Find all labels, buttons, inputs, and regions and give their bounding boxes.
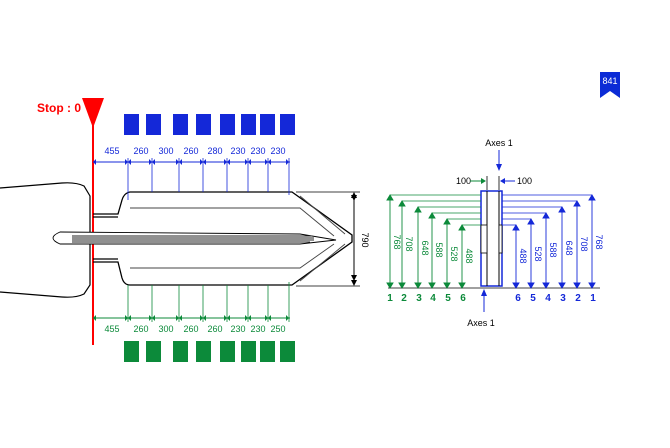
axes-top-label: Axes 1 <box>485 138 513 148</box>
key-groove <box>52 195 346 282</box>
cut-square-bottom <box>124 341 139 362</box>
left-cut-index: 2 <box>401 293 407 304</box>
right-cut-index: 2 <box>575 293 581 304</box>
right-cut-index: 5 <box>530 293 536 304</box>
cut-square-bottom <box>173 341 188 362</box>
cut-square-top <box>173 114 188 135</box>
cut-square-bottom <box>280 341 295 362</box>
top-dim-label: 260 <box>133 146 148 156</box>
left-cut-value: 488 <box>464 248 474 263</box>
right-cut-index: 4 <box>545 293 551 304</box>
right-cut-value: 648 <box>564 240 574 255</box>
height-label: 790 <box>360 232 370 247</box>
gap-left-label: 100 <box>456 176 471 186</box>
gap-right-label: 100 <box>517 176 532 186</box>
cut-square-top <box>241 114 256 135</box>
right-cut-value: 528 <box>533 246 543 261</box>
left-cut-value: 708 <box>404 236 414 251</box>
left-cut-index: 6 <box>460 293 466 304</box>
right-cut-index: 6 <box>515 293 521 304</box>
height-dimension: 790 <box>296 191 370 287</box>
stop-label: Stop : 0 <box>37 101 81 115</box>
code-badge: 841 <box>600 72 620 98</box>
right-cut-value: 488 <box>518 248 528 263</box>
right-cut-index: 3 <box>560 293 566 304</box>
bottom-cut-markers <box>124 341 295 362</box>
left-cut-index: 4 <box>430 293 436 304</box>
left-cut-index: 3 <box>416 293 422 304</box>
cut-square-bottom <box>241 341 256 362</box>
right-cut-value: 708 <box>579 236 589 251</box>
axes-bottom-label: Axes 1 <box>467 318 495 328</box>
top-dim-label: 455 <box>104 146 119 156</box>
top-cut-markers <box>124 114 295 135</box>
bottom-dim-label: 230 <box>230 324 245 334</box>
top-dimension-chain: 455 260 300 260 280 230 230 230 <box>93 146 290 200</box>
top-dim-label: 300 <box>158 146 173 156</box>
top-dim-label: 280 <box>207 146 222 156</box>
cross-section: Axes 1 100 100 <box>386 138 604 328</box>
right-cut-value: 768 <box>594 234 604 249</box>
left-cut-value: 768 <box>392 234 402 249</box>
badge-code: 841 <box>602 76 617 86</box>
cut-square-top <box>146 114 161 135</box>
left-cut-value: 528 <box>449 246 459 261</box>
stop-triangle-icon <box>82 98 104 128</box>
right-cut-value: 588 <box>548 242 558 257</box>
left-cut-index: 1 <box>387 293 393 304</box>
top-dim-label: 230 <box>270 146 285 156</box>
cut-square-top <box>260 114 275 135</box>
left-cut-index: 5 <box>445 293 451 304</box>
bookmark-icon <box>600 72 620 98</box>
top-dim-label: 260 <box>183 146 198 156</box>
cut-square-bottom <box>260 341 275 362</box>
cut-square-top <box>220 114 235 135</box>
bottom-dim-label: 250 <box>270 324 285 334</box>
left-cut-value: 648 <box>420 240 430 255</box>
cut-square-top <box>124 114 139 135</box>
cut-square-top <box>196 114 211 135</box>
cut-square-bottom <box>220 341 235 362</box>
bottom-dim-label: 260 <box>183 324 198 334</box>
bottom-dim-label: 230 <box>250 324 265 334</box>
bottom-dim-label: 300 <box>158 324 173 334</box>
cut-square-top <box>280 114 295 135</box>
bottom-dim-label: 260 <box>207 324 222 334</box>
right-cut-index: 1 <box>590 293 596 304</box>
bottom-dim-label: 260 <box>133 324 148 334</box>
bottom-dim-label: 455 <box>104 324 119 334</box>
left-cut-value: 588 <box>434 242 444 257</box>
top-dim-label: 230 <box>250 146 265 156</box>
bottom-dimension-chain: 455 260 300 260 260 230 230 250 <box>93 282 290 334</box>
cut-square-bottom <box>196 341 211 362</box>
cut-square-bottom <box>146 341 161 362</box>
top-dim-label: 230 <box>230 146 245 156</box>
